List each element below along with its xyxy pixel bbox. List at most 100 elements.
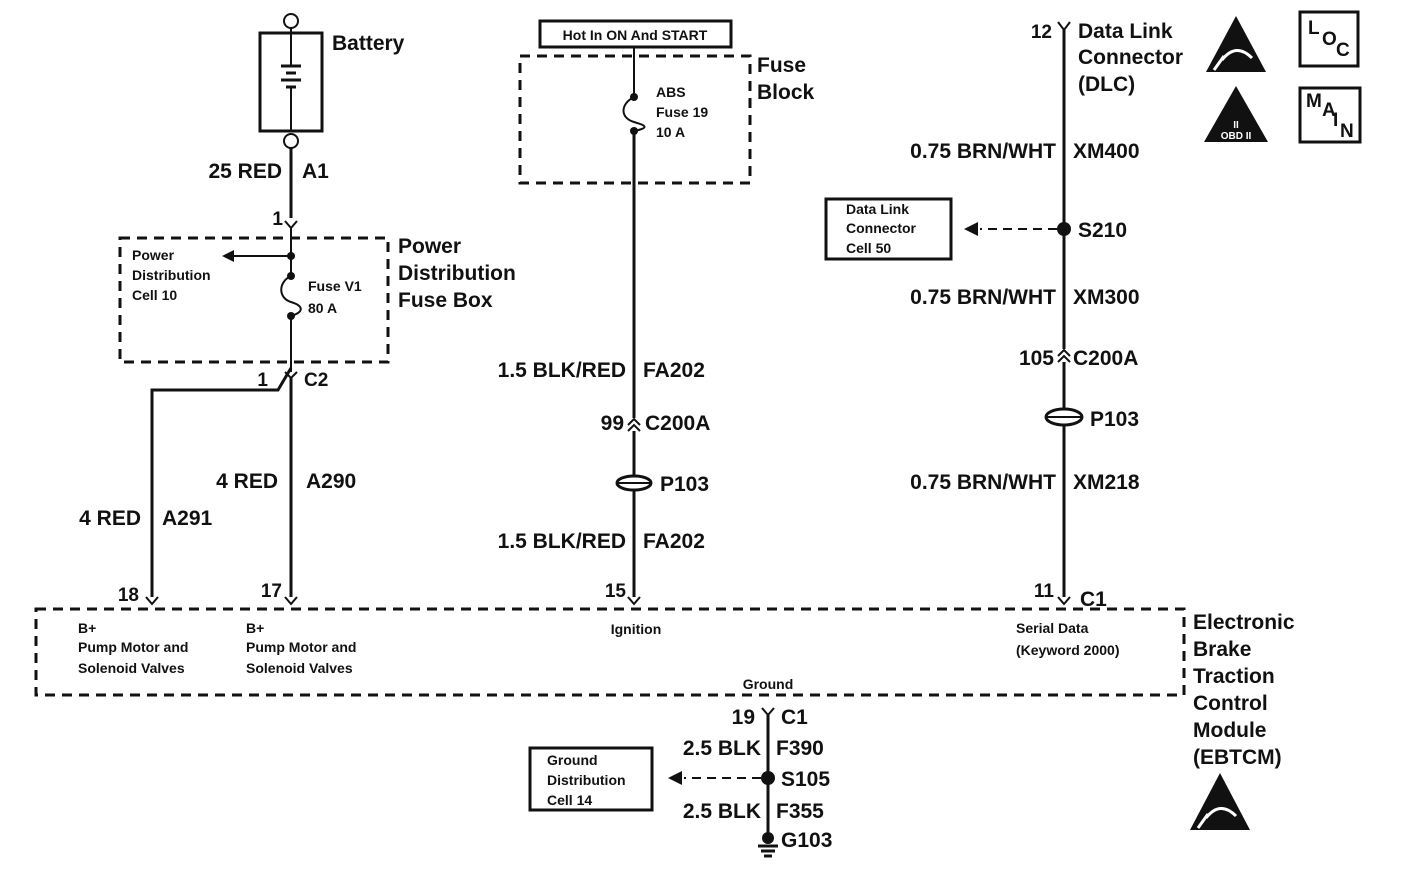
- connector-symbol: [1057, 348, 1071, 357]
- dlc-section: 12 Data Link Connector (DLC) 0.75 BRN/WH…: [824, 20, 1183, 611]
- abs-fuse-line2: Fuse 19: [656, 104, 708, 120]
- pin18-func-line1: B+: [78, 620, 96, 636]
- pin-18-label: 18: [118, 585, 139, 606]
- dlc-title-line2: Connector: [1078, 46, 1183, 69]
- battery-wire-label: 25 RED: [208, 160, 282, 183]
- loc-letter-o: O: [1322, 29, 1337, 50]
- battery-terminal-bottom: [283, 133, 299, 149]
- power-distribution-fuse-box: 1 Power Distribution Cell 10 Fuse V1 80 …: [118, 209, 516, 391]
- xm300-circuit: XM300: [1073, 286, 1140, 309]
- f390-circuit: F390: [776, 737, 824, 760]
- obd-text: OBD II: [1221, 131, 1252, 142]
- a291-circuit-label: A291: [162, 507, 213, 530]
- main-letter-i: I: [1333, 110, 1338, 131]
- main-letter-n: N: [1340, 121, 1354, 142]
- s105-splice-dot: [761, 771, 775, 785]
- g103-label: G103: [781, 829, 832, 852]
- ground-ref-line3: Cell 14: [547, 792, 592, 808]
- ground-dot: [762, 832, 774, 844]
- power-dist-ref-line1: Power: [132, 247, 175, 263]
- fa202-lower-circuit: FA202: [643, 530, 705, 553]
- ign-connector: C200A: [645, 412, 710, 435]
- f355-circuit: F355: [776, 800, 824, 823]
- obd-roman: II: [1233, 120, 1239, 131]
- ground-ref-line2: Distribution: [547, 772, 626, 788]
- ebtcm-title-line1: Electronic: [1193, 611, 1295, 634]
- s210-label: S210: [1078, 219, 1127, 242]
- xm300-wire: 0.75 BRN/WHT: [910, 286, 1056, 309]
- battery-label: Battery: [332, 32, 405, 55]
- serial-func-line1: Serial Data: [1016, 620, 1089, 636]
- ground-connector: C1: [781, 706, 808, 729]
- connector-symbol: [1057, 21, 1071, 32]
- loc-icon: L O C: [1298, 10, 1360, 68]
- dlc-passthru: P103: [1090, 408, 1139, 431]
- f390-wire: 2.5 BLK: [683, 737, 761, 760]
- arrow-left-icon: [964, 222, 978, 236]
- battery-circuit-label: A1: [302, 160, 329, 183]
- f355-wire: 2.5 BLK: [683, 800, 761, 823]
- fuse-v1-rating: 80 A: [308, 300, 337, 316]
- connector-symbol: [627, 596, 641, 606]
- fa202-upper-wire: 1.5 BLK/RED: [498, 359, 626, 382]
- dlc-pin: 12: [1031, 22, 1052, 43]
- pin18-func-line3: Solenoid Valves: [78, 660, 185, 676]
- pin-17-label: 17: [261, 581, 282, 602]
- fuse-block-title-line2: Block: [757, 81, 815, 104]
- main-icon: M A I N: [1298, 86, 1362, 144]
- dlc-ref-box: [824, 197, 953, 261]
- fuse-v1-label: Fuse V1: [308, 278, 362, 294]
- esd-warning-icon-bottom: [1190, 773, 1250, 830]
- pin17-func-line2: Pump Motor and: [246, 639, 356, 655]
- ebtcm-module: B+ Pump Motor and Solenoid Valves B+ Pum…: [34, 607, 1295, 769]
- abs-fuse-line1: ABS: [656, 84, 686, 100]
- power-dist-pin-in: 1: [272, 209, 283, 230]
- power-dist-ref-line3: Cell 10: [132, 287, 177, 303]
- ebtcm-title-line2: Brake: [1193, 638, 1251, 661]
- dlc-conn-pin: 105: [1019, 347, 1054, 370]
- dlc-ref-line1: Data Link: [846, 201, 909, 217]
- ebtcm-outline: [34, 607, 1186, 697]
- loc-letter-l: L: [1308, 18, 1320, 39]
- ground-circuit: 19 C1 2.5 BLK F390 S105 Ground Distribut…: [528, 706, 832, 858]
- ebtcm-title-line3: Traction: [1193, 665, 1275, 688]
- dlc-title-line1: Data Link: [1078, 20, 1173, 43]
- dlc-ref-line3: Cell 50: [846, 240, 891, 256]
- connector-symbol: [284, 220, 298, 230]
- a290-circuit-label: A290: [306, 470, 356, 493]
- battery-section: Battery 25 RED A1: [208, 13, 405, 218]
- s210-splice-dot: [1057, 222, 1071, 236]
- module-connector-c1: C1: [1080, 588, 1107, 611]
- dlc-connector: C200A: [1073, 347, 1138, 370]
- fuse-v1-icon: [280, 275, 302, 317]
- xm218-circuit: XM218: [1073, 471, 1140, 494]
- ebtcm-title-line4: Control: [1193, 692, 1268, 715]
- ground-ref-line1: Ground: [547, 752, 598, 768]
- b-plus-wires: 4 RED A290 4 RED A291 18 17: [79, 367, 356, 606]
- battery-terminal-top: [283, 13, 299, 29]
- ground-ref-box: [528, 746, 654, 812]
- connector-symbol: [1057, 596, 1071, 606]
- connector-symbol: [284, 596, 298, 606]
- arrow-left-icon: [222, 250, 234, 262]
- ebtcm-title-line6: (EBTCM): [1193, 746, 1282, 769]
- pin18-func-line2: Pump Motor and: [78, 639, 188, 655]
- main-letter-m: M: [1306, 91, 1322, 112]
- power-dist-ref-line2: Distribution: [132, 267, 211, 283]
- obd-ii-icon: II OBD II: [1204, 86, 1268, 142]
- connector-symbol: [627, 417, 641, 426]
- fuse-block-section: Hot In ON And START ABS Fuse 19 10 A Fus…: [498, 19, 815, 606]
- hot-label: Hot In ON And START: [563, 27, 708, 43]
- fa202-upper-circuit: FA202: [643, 359, 705, 382]
- pin17-func-line3: Solenoid Valves: [246, 660, 353, 676]
- power-dist-title-line2: Distribution: [398, 262, 516, 285]
- a291-wire-label: 4 RED: [79, 507, 141, 530]
- a290-wire-label: 4 RED: [216, 470, 278, 493]
- xm218-wire: 0.75 BRN/WHT: [910, 471, 1056, 494]
- esd-warning-icon: [1206, 16, 1266, 72]
- loc-letter-c: C: [1336, 40, 1350, 61]
- fuse-block-title-line1: Fuse: [757, 54, 806, 77]
- xm400-circuit: XM400: [1073, 140, 1140, 163]
- power-dist-pin-out: 1: [257, 370, 268, 391]
- dlc-title-line3: (DLC): [1078, 73, 1135, 96]
